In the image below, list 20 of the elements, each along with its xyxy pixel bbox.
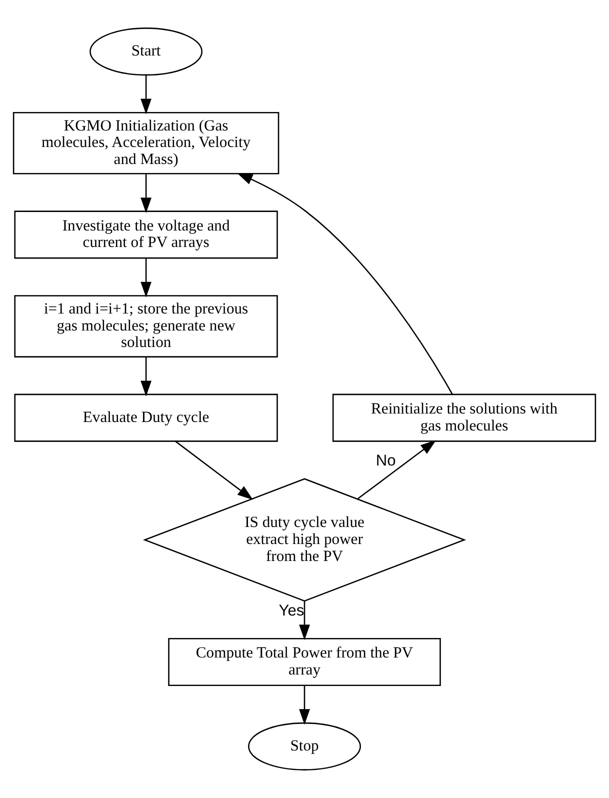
node-box: Compute Total Power from the PV array (168, 638, 441, 686)
node-box: Investigate the voltage and current of PV arrays (14, 210, 278, 259)
edge-label: Yes (278, 602, 304, 620)
node-box: Evaluate Duty cycle (14, 394, 278, 442)
arrow (358, 440, 436, 500)
node-ellipse: Stop (248, 722, 361, 770)
node-diamond: IS duty cycle value extract high power from the PV (142, 478, 466, 602)
arrow (175, 440, 254, 500)
node-box: KGMO Initialization (Gas molecules, Acceleration, Velocity and Mass) (12, 112, 280, 174)
arrow (236, 173, 453, 395)
node-box: i=1 and i=i+1; store the previous gas molecules; generate new solution (14, 295, 278, 358)
arrow (140, 174, 152, 214)
arrow (299, 600, 310, 640)
arrow (140, 258, 152, 298)
edge-label: No (376, 452, 396, 470)
arrow (140, 75, 152, 114)
node-ellipse: Start (90, 28, 203, 76)
node-box: Reinitialize the solutions with gas molecules (332, 394, 596, 442)
arrow (299, 686, 310, 725)
arrow (140, 357, 152, 396)
